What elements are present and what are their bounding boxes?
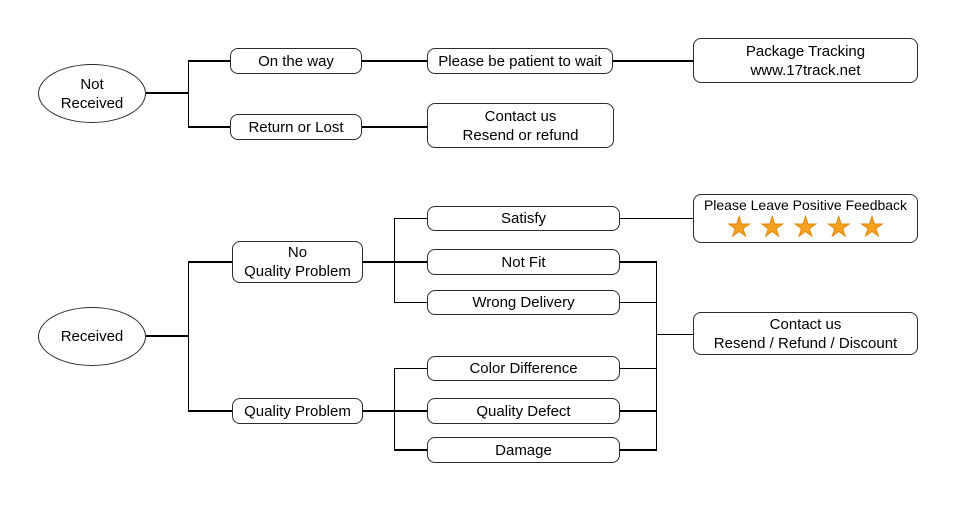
connector-line [620, 449, 657, 451]
connector-line [187, 261, 189, 412]
star-icon: ★ [793, 212, 818, 243]
node-label: Resend or refund [462, 126, 579, 144]
star-icon: ★ [859, 212, 885, 243]
star-icon: ★ [826, 212, 851, 243]
node-label: Received [60, 328, 124, 345]
node-label: Contact us [484, 107, 557, 125]
node-damage: Damage [427, 437, 620, 463]
node-label: www.17track.net [750, 61, 861, 79]
node-label: Damage [495, 441, 552, 459]
node-contact-us-resend-refund-discount: Contact us Resend / Refund / Discount [693, 312, 918, 355]
node-label: On the way [258, 52, 334, 70]
node-label: Package Tracking [745, 42, 866, 60]
node-label: Not Fit [501, 253, 546, 271]
node-label: Color Difference [469, 360, 578, 377]
node-no-quality-problem: No Quality Problem [232, 241, 363, 283]
node-label: Resend / Refund / Discount [713, 334, 898, 352]
connector-line [620, 261, 657, 263]
node-label: Not [80, 75, 104, 93]
node-label: Quality Problem [244, 402, 351, 420]
connector-line [394, 217, 427, 220]
connector-line [188, 60, 230, 62]
connector-line [620, 367, 657, 370]
connector-line [393, 217, 395, 304]
node-on-the-way: On the way [230, 48, 362, 74]
node-label: Satisfy [500, 210, 546, 227]
node-positive-feedback: Please Leave Positive Feedback ★ ★ ★ ★ ★ [693, 194, 918, 243]
star-icon: ★ [726, 212, 752, 243]
connector-line [620, 217, 693, 220]
connector-line [146, 335, 189, 337]
connector-line [363, 410, 427, 412]
node-label: Please Leave Positive Feedback [703, 197, 908, 213]
connector-line [620, 301, 657, 304]
node-label: Return or Lost [248, 118, 344, 136]
connector-line [188, 410, 232, 412]
connector-line [655, 261, 657, 451]
node-label: Contact us [769, 315, 842, 333]
node-label: Quality Defect [476, 402, 571, 420]
connector-line [362, 60, 427, 62]
connector-line [613, 60, 693, 62]
connector-line [394, 367, 427, 370]
node-quality-defect: Quality Defect [427, 398, 620, 424]
node-label: Please be patient to wait [438, 52, 602, 70]
connector-line [656, 333, 693, 336]
node-color-difference: Color Difference [427, 356, 620, 381]
star-icon: ★ [760, 212, 785, 243]
connector-line [362, 126, 427, 128]
node-not-received: Not Received [38, 64, 146, 123]
connector-line [394, 449, 427, 451]
node-label: Quality Problem [244, 263, 351, 280]
connector-line [620, 410, 657, 412]
node-quality-problem: Quality Problem [232, 398, 363, 424]
connector-line [188, 126, 230, 128]
node-label: Received [60, 94, 124, 112]
node-received: Received [38, 307, 146, 366]
connector-line [146, 92, 189, 94]
connector-line [394, 301, 427, 304]
connector-line [187, 60, 189, 128]
node-please-be-patient: Please be patient to wait [427, 48, 613, 74]
star-rating: ★ ★ ★ ★ ★ [726, 212, 885, 243]
node-contact-us-resend-refund: Contact us Resend or refund [427, 103, 614, 148]
node-return-or-lost: Return or Lost [230, 114, 362, 140]
node-label: No [287, 244, 308, 261]
connector-line [188, 261, 232, 263]
node-wrong-delivery: Wrong Delivery [427, 290, 620, 315]
node-not-fit: Not Fit [427, 249, 620, 275]
connector-line [363, 261, 427, 263]
node-label: Wrong Delivery [472, 294, 575, 311]
node-satisfy: Satisfy [427, 206, 620, 231]
connector-line [393, 367, 395, 451]
node-package-tracking: Package Tracking www.17track.net [693, 38, 918, 83]
